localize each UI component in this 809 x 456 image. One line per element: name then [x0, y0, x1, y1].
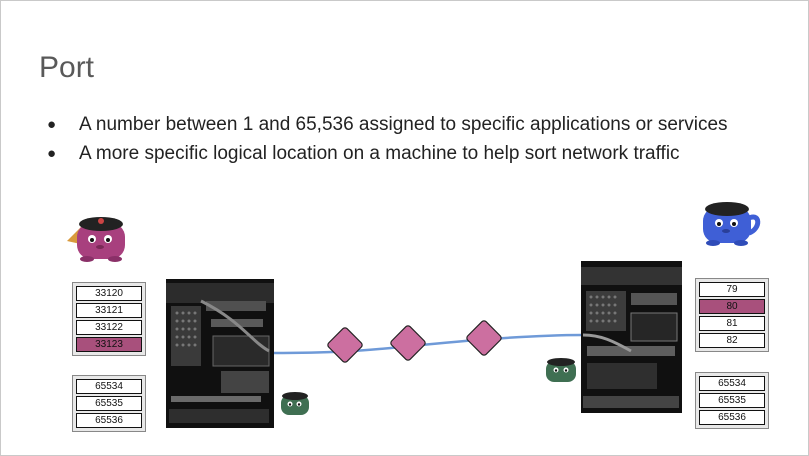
bullet-item: A more specific logical location on a ma… — [47, 143, 728, 172]
left-server-photo — [166, 279, 274, 428]
pink-character-icon — [67, 217, 125, 262]
port-cell: 65534 — [76, 379, 142, 394]
left-port-stack-lower: 65534 65535 65536 — [72, 375, 146, 432]
green-character-icon — [281, 392, 309, 415]
bullet-list: A number between 1 and 65,536 assigned t… — [47, 114, 728, 172]
port-cell: 82 — [699, 333, 765, 348]
green-character-icon — [546, 358, 576, 382]
port-cell: 65536 — [76, 413, 142, 428]
port-cell-selected: 80 — [699, 299, 765, 314]
port-cell: 65535 — [76, 396, 142, 411]
port-cell: 65536 — [699, 410, 765, 425]
slide-title: Port — [39, 51, 95, 84]
right-port-stack-lower: 65534 65535 65536 — [695, 372, 769, 429]
port-cell: 65534 — [699, 376, 765, 391]
bullet-item: A number between 1 and 65,536 assigned t… — [47, 114, 728, 143]
blue-character-icon — [703, 202, 761, 246]
right-port-stack-upper: 79 80 81 82 — [695, 278, 769, 352]
right-server-photo — [581, 261, 682, 413]
port-cell: 65535 — [699, 393, 765, 408]
port-cell: 79 — [699, 282, 765, 297]
port-cell: 81 — [699, 316, 765, 331]
cable-line — [272, 333, 584, 355]
port-cell-selected: 33123 — [76, 337, 142, 352]
left-port-stack-upper: 33120 33121 33122 33123 — [72, 282, 146, 356]
packet-icon — [390, 325, 426, 361]
packet-icon — [466, 320, 502, 356]
port-cell: 33122 — [76, 320, 142, 335]
packet-icon — [327, 327, 363, 363]
port-cell: 33121 — [76, 303, 142, 318]
port-cell: 33120 — [76, 286, 142, 301]
